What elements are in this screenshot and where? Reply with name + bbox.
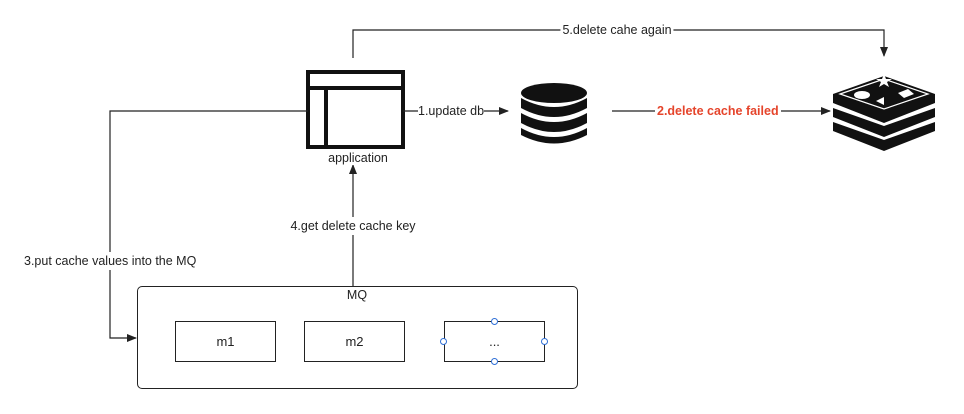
selection-handle-right[interactable] — [541, 338, 548, 345]
edge-label-delete-cache-again: 5.delete cahe again — [560, 23, 674, 37]
edge-label-delete-cache-failed: 2.delete cache failed — [655, 104, 781, 118]
application-label: application — [328, 151, 388, 165]
mq-container — [137, 286, 578, 389]
message-box-m1: m1 — [175, 321, 276, 362]
mq-title: MQ — [346, 288, 368, 302]
message-box-ellipsis[interactable]: ... — [444, 321, 545, 362]
database-icon — [521, 83, 587, 144]
edge-put-cache-values — [109, 110, 308, 342]
selection-handle-bottom[interactable] — [491, 358, 498, 365]
edge-label-put-cache-values: 3.put cache values into the MQ — [24, 252, 197, 270]
selection-handle-left[interactable] — [440, 338, 447, 345]
selection-handle-top[interactable] — [491, 318, 498, 325]
edge-label-update-db: 1.update db — [418, 104, 485, 118]
message-box-m2: m2 — [304, 321, 405, 362]
application-window-icon — [306, 70, 405, 149]
edge-label-get-delete-cache-key: 4.get delete cache key — [290, 217, 416, 235]
redis-cache-icon — [833, 74, 935, 151]
